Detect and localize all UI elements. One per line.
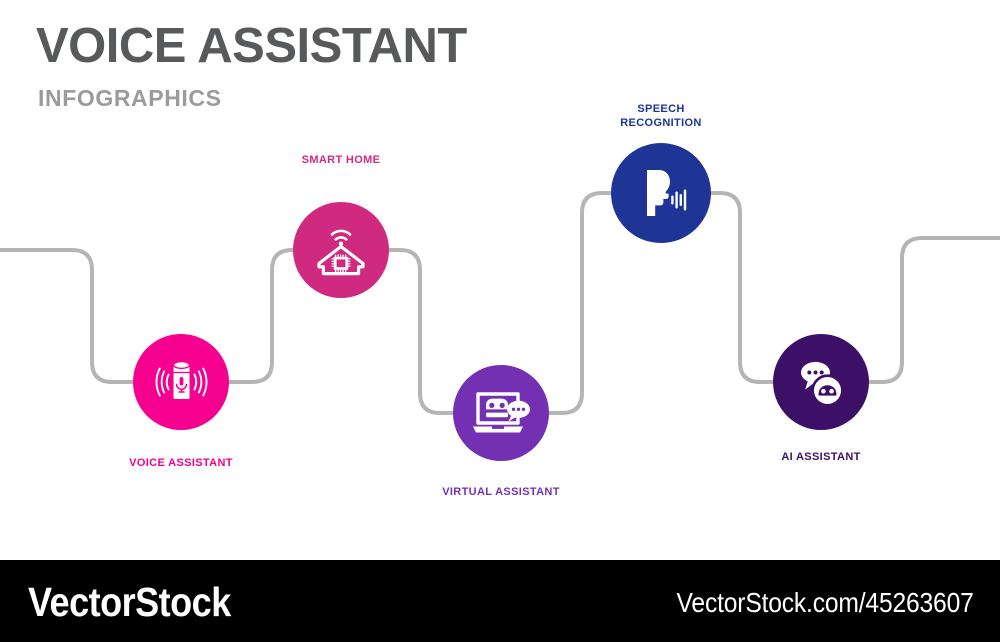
node-voice-assistant[interactable] <box>133 334 229 430</box>
voice-assistant-circle[interactable] <box>133 334 229 430</box>
node-ai-assistant-label: AI ASSISTANT <box>781 451 861 463</box>
vectorstock-url: VectorStock.com/45263607 <box>676 587 974 618</box>
connector-segment-voice-to-smarthome <box>226 248 298 384</box>
node-virtual-assistant-label: VIRTUAL ASSISTANT <box>442 486 560 498</box>
connector-segment-left-to-voice <box>0 248 137 384</box>
node-virtual-assistant[interactable] <box>453 365 549 461</box>
connector-path-layer <box>0 191 1000 415</box>
connector-segment-virtual-to-speech <box>546 191 614 415</box>
smart-home-icon <box>317 229 365 276</box>
virtual-assistant-circle[interactable] <box>453 365 549 461</box>
page-title: VOICE ASSISTANT <box>36 19 467 73</box>
node-smart-home-label: SMART HOME <box>301 154 381 166</box>
node-voice-assistant-label: VOICE ASSISTANT <box>129 457 233 469</box>
node-speech-recognition-label: SPEECH RECOGNITION <box>620 103 702 130</box>
speech-profile-icon <box>647 170 687 216</box>
chat-robot-icon <box>801 361 844 407</box>
connector-segment-ai-to-right <box>866 236 1000 384</box>
speech-recognition-circle[interactable] <box>611 143 711 243</box>
connector-segment-speech-to-ai <box>708 191 777 384</box>
ai-assistant-circle[interactable] <box>773 334 869 430</box>
page-subtitle: INFOGRAPHICS <box>38 85 222 111</box>
smart-speaker-icon <box>155 360 208 399</box>
node-smart-home[interactable] <box>293 202 389 298</box>
title-block: VOICE ASSISTANT INFOGRAPHICS <box>36 22 636 112</box>
vectorstock-logo: VectorStock <box>28 579 231 625</box>
connector-segment-smarthome-to-virtual <box>386 248 458 415</box>
laptop-chatbot-icon <box>473 392 530 433</box>
node-speech-recognition[interactable] <box>611 143 711 243</box>
footer-bar: VectorStock VectorStock.com/45263607 <box>0 560 1000 642</box>
smart-home-circle[interactable] <box>293 202 389 298</box>
node-ai-assistant[interactable] <box>773 334 869 430</box>
